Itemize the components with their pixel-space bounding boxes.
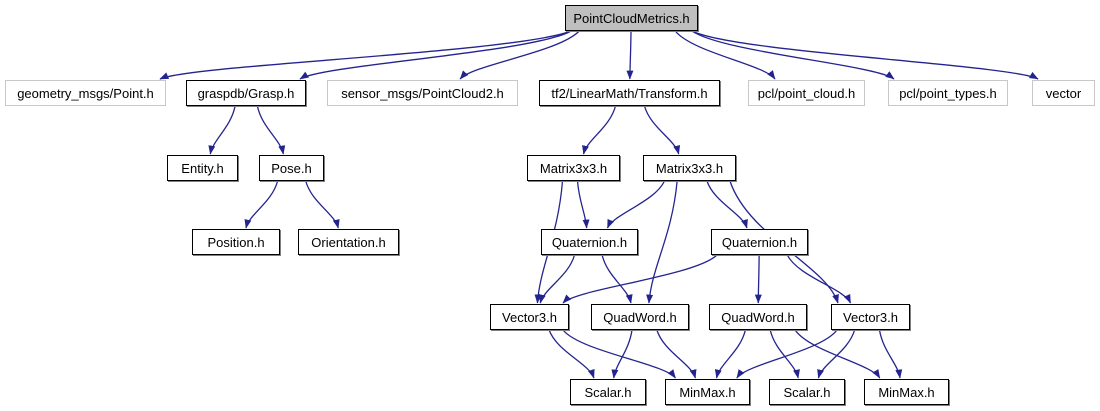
graph-node-label: MinMax.h (679, 384, 736, 400)
graph-node-geometry_point: geometry_msgs/Point.h (5, 80, 166, 106)
graph-node-quadword_a[interactable]: QuadWord.h (591, 304, 689, 330)
graph-node-orientation[interactable]: Orientation.h (298, 229, 399, 255)
graph-edge-quaternion_b-to-vector3_b (786, 254, 852, 304)
graph-edge-vector3_b-to-minmax_a (736, 329, 838, 379)
graph-edge-graspdb_grasp-to-entity (208, 105, 236, 155)
graph-edge-pose-to-orientation (305, 180, 340, 229)
graph-edge-root-to-tf2_transform (626, 30, 634, 80)
graph-edge-quadword_a-to-minmax_a (656, 329, 697, 379)
graph-edge-vector3_a-to-minmax_a (562, 329, 676, 379)
graph-edge-matrix3x3_b-to-quadword_a (646, 180, 678, 304)
graph-node-vector: vector (1032, 80, 1095, 106)
graph-edge-quaternion_a-to-vector3_a (538, 254, 576, 304)
graph-node-label: tf2/LinearMath/Transform.h (551, 85, 708, 101)
graph-node-label: Matrix3x3.h (539, 160, 608, 176)
graph-node-label: MinMax.h (878, 384, 935, 400)
graph-edge-quaternion_a-to-quadword_a (601, 254, 633, 304)
graph-node-label: QuadWord.h (721, 309, 795, 325)
graph-edge-vector3_a-to-scalar_a (548, 329, 595, 379)
edge-group (159, 30, 1039, 379)
graph-node-minmax_a[interactable]: MinMax.h (665, 379, 750, 405)
graph-node-label: graspdb/Grasp.h (197, 85, 295, 101)
graph-node-label: Position.h (207, 234, 265, 250)
graph-edge-matrix3x3_b-to-quaternion_a (606, 180, 666, 229)
graph-edge-tf2_transform-to-matrix3x3_b (643, 105, 681, 155)
graph-node-vector3_a[interactable]: Vector3.h (490, 304, 569, 330)
graph-node-pose[interactable]: Pose.h (259, 155, 324, 181)
graph-edge-pose-to-position (244, 180, 279, 229)
graph-node-label: Pose.h (271, 160, 312, 176)
graph-node-quaternion_a[interactable]: Quaternion.h (541, 229, 638, 255)
graph-node-label: Orientation.h (311, 234, 386, 250)
graph-node-tf2_transform[interactable]: tf2/LinearMath/Transform.h (539, 80, 720, 106)
graph-edge-root-to-sensor_pc2 (459, 30, 580, 80)
graph-node-label: Matrix3x3.h (655, 160, 724, 176)
graph-edge-vector3_b-to-scalar_b (817, 329, 856, 379)
graph-node-matrix3x3_a[interactable]: Matrix3x3.h (527, 155, 620, 181)
graph-node-label: Entity.h (181, 160, 224, 176)
graph-edge-root-to-pcl_point_types (691, 30, 895, 80)
graph-node-position[interactable]: Position.h (192, 229, 280, 255)
graph-node-minmax_b[interactable]: MinMax.h (864, 379, 949, 405)
graph-edge-quadword_a-to-scalar_a (611, 329, 633, 379)
graph-node-label: pcl/point_cloud.h (757, 85, 856, 101)
graph-node-label: PointCloudMetrics.h (573, 10, 690, 26)
graph-node-label: Quaternion.h (551, 234, 628, 250)
graph-node-pcl_point_cloud: pcl/point_cloud.h (748, 80, 865, 106)
graph-node-scalar_a[interactable]: Scalar.h (570, 379, 646, 405)
graph-edge-quadword_b-to-minmax_b (794, 329, 881, 379)
graph-edge-root-to-geometry_point (159, 30, 572, 80)
graph-node-label: Scalar.h (783, 384, 831, 400)
graph-node-quadword_b[interactable]: QuadWord.h (709, 304, 807, 330)
graph-node-quaternion_b[interactable]: Quaternion.h (711, 229, 808, 255)
graph-edge-root-to-graspdb_grasp (299, 30, 572, 80)
graph-edge-tf2_transform-to-matrix3x3_a (582, 105, 617, 155)
graph-node-sensor_pc2: sensor_msgs/PointCloud2.h (327, 80, 518, 106)
graph-edge-quadword_b-to-minmax_a (714, 329, 747, 379)
graph-node-label: sensor_msgs/PointCloud2.h (341, 85, 504, 101)
graph-node-vector3_b[interactable]: Vector3.h (831, 304, 910, 330)
graph-edge-matrix3x3_a-to-quaternion_a (576, 180, 590, 229)
graph-node-label: geometry_msgs/Point.h (17, 85, 154, 101)
graph-edge-quaternion_b-to-vector3_a (562, 254, 718, 304)
graph-edge-root-to-vector (691, 30, 1039, 80)
graph-edge-matrix3x3_b-to-quaternion_b (706, 180, 748, 229)
graph-edge-quaternion_b-to-quadword_b (754, 254, 762, 304)
graph-node-scalar_b[interactable]: Scalar.h (769, 379, 845, 405)
graph-node-pcl_point_types: pcl/point_types.h (888, 80, 1008, 106)
graph-node-label: Scalar.h (584, 384, 632, 400)
graph-edge-root-to-pcl_point_cloud (674, 30, 776, 80)
graph-node-label: Quaternion.h (721, 234, 798, 250)
graph-node-label: Vector3.h (502, 309, 557, 325)
graph-node-label: Vector3.h (843, 309, 898, 325)
graph-node-root[interactable]: PointCloudMetrics.h (565, 5, 698, 31)
graph-edge-graspdb_grasp-to-pose (256, 105, 286, 155)
graph-node-label: vector (1045, 85, 1082, 101)
graph-node-matrix3x3_b[interactable]: Matrix3x3.h (643, 155, 736, 181)
graph-node-label: pcl/point_types.h (899, 85, 997, 101)
graph-node-entity[interactable]: Entity.h (167, 155, 238, 181)
graph-edge-vector3_b-to-minmax_b (878, 329, 903, 379)
graph-node-graspdb_grasp[interactable]: graspdb/Grasp.h (186, 80, 306, 106)
graph-node-label: QuadWord.h (603, 309, 677, 325)
